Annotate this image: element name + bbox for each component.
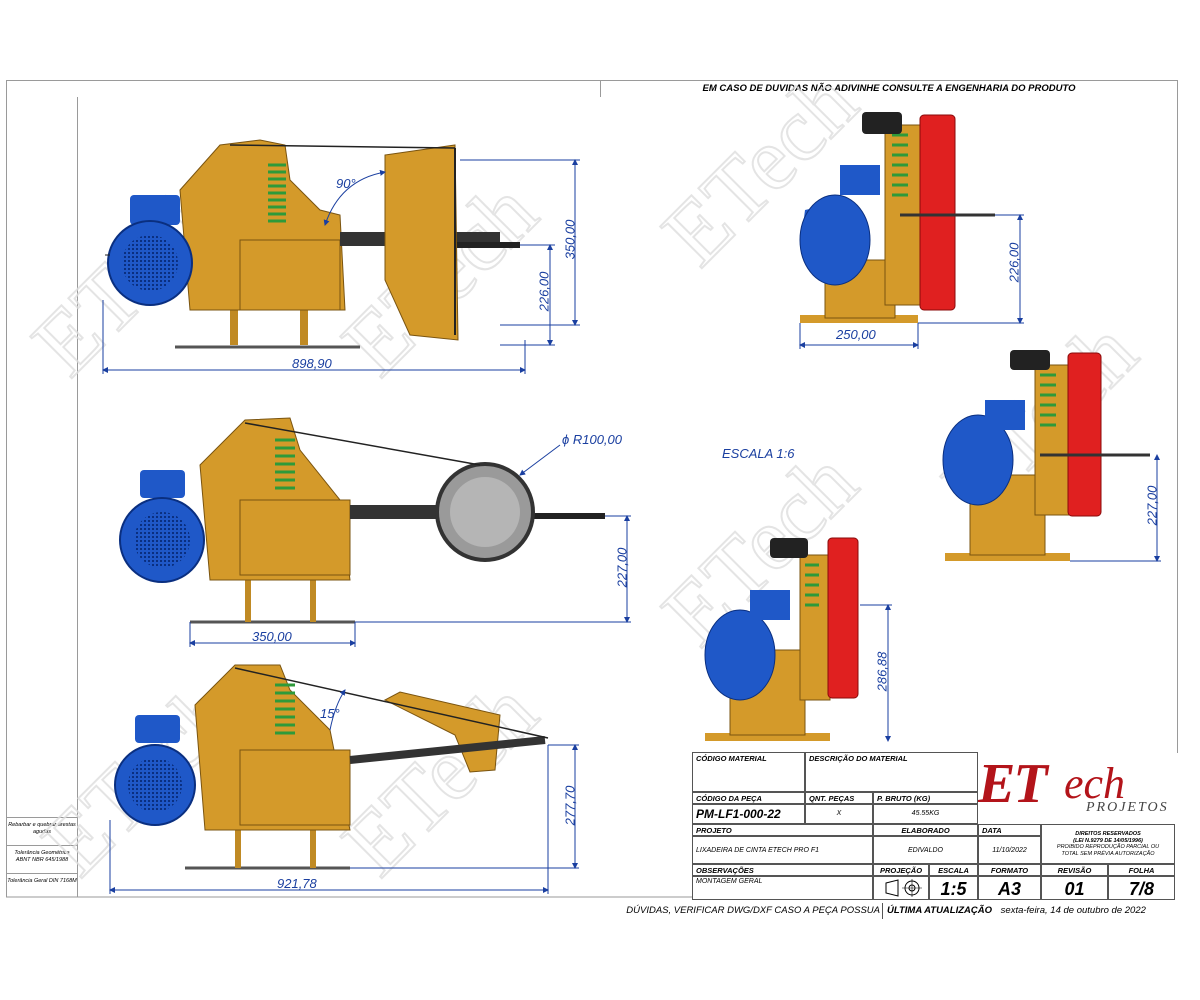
tb-observacoes-label: OBSERVAÇÕES (692, 864, 873, 876)
left-notes-column: Rebarbar e quebrar arestas agudas Tolerâ… (6, 97, 78, 897)
dim-view2-radius: ϕ R100,00 (562, 432, 622, 447)
tb-formato: A3 (978, 876, 1041, 900)
dim-view2-length: 350,00 (252, 629, 292, 644)
dim-side1-height: 226,00 (1006, 242, 1022, 283)
logo-ech: ech (1064, 759, 1126, 808)
tb-peso-label: P. BRUTO (KG) (873, 792, 978, 804)
footer-ultima: ÚLTIMA ATUALIZAÇÃO sexta-feira, 14 de ou… (882, 903, 1177, 919)
tb-data: 11/10/2022 (978, 836, 1041, 864)
tb-folha-label: FOLHA (1108, 864, 1175, 876)
tb-projeto-label: PROJETO (692, 824, 873, 836)
tb-qnt: X (805, 804, 873, 824)
scale-note: ESCALA 1:6 (722, 446, 795, 461)
view1-dimensions (102, 159, 580, 374)
view-side-middle (942, 350, 1150, 561)
footer-ultima-label: ÚLTIMA ATUALIZAÇÃO (887, 905, 993, 916)
tb-elaborado: EDIVALDO (873, 836, 978, 864)
tb-codigo-peca: PM-LF1-000-22 (692, 804, 805, 824)
tb-escala-label: ESCALA (929, 864, 978, 876)
footer-duvidas: DÚVIDAS, VERIFICAR DWG/DXF CASO A PEÇA P… (626, 905, 880, 916)
tb-qnt-label: QNT. PEÇAS (805, 792, 873, 804)
dim-side1-width: 250,00 (836, 327, 876, 342)
tb-projecao-label: PROJEÇÃO (873, 864, 929, 876)
tb-observacoes: MONTAGEM GERAL (692, 876, 873, 900)
tb-folha: 7/8 (1108, 876, 1175, 900)
tb-direitos: DIREITOS RESERVADOS (LEI N.9279 DE 14/05… (1041, 824, 1175, 864)
side2-dimensions (1070, 454, 1161, 562)
engineering-note: EM CASO DE DUVIDAS NÃO ADIVINHE CONSULTE… (600, 81, 1177, 97)
tb-codigo-peca-label: CÓDIGO DA PEÇA (692, 792, 805, 804)
tb-projeto: LIXADEIRA DE CINTA ETECH PRO F1 (692, 836, 873, 864)
view-side-lower (704, 537, 859, 741)
tb-formato-label: FORMATO (978, 864, 1041, 876)
note-tol-geral: Tolerância Geral DIN 7168M (7, 873, 77, 902)
side1-dimensions (799, 214, 1024, 349)
dim-view1-angle: 90° (336, 176, 356, 191)
tb-projecao-symbol (873, 876, 929, 900)
dim-view1-height: 350,00 (562, 219, 578, 260)
view3-dimensions (109, 689, 579, 894)
view-front-vertical (105, 139, 520, 349)
title-block: CÓDIGO MATERIAL DESCRIÇÃO DO MATERIAL ET… (692, 752, 1175, 902)
side3-dimensions (860, 604, 892, 742)
tb-data-label: DATA (978, 824, 1041, 836)
dim-view2-height: 227,00 (614, 547, 630, 588)
svg-text:ETech: ETech (324, 663, 556, 895)
dim-view1-length: 898,90 (292, 356, 332, 371)
note-tol-geo: Tolerância Geométrica ABNT NBR 645/1988 (7, 845, 77, 878)
logo-projetos: PROJETOS (1086, 800, 1169, 815)
tb-logo: ET ech PROJETOS (978, 752, 1175, 824)
dim-view1-sub: 226,00 (536, 271, 552, 312)
tb-codigo-material-label: CÓDIGO MATERIAL (692, 752, 805, 792)
tb-elaborado-label: ELABORADO (873, 824, 978, 836)
dim-view3-height: 277,70 (562, 785, 578, 826)
footer-ultima-value: sexta-feira, 14 de outubro de 2022 (1000, 905, 1146, 916)
tb-escala: 1:5 (929, 876, 978, 900)
tb-peso: 45.55KG (873, 804, 978, 824)
dim-view3-length: 921,78 (277, 876, 317, 891)
view-side-top (799, 112, 995, 323)
logo-et: ET (978, 753, 1048, 815)
tb-revisao: 01 (1041, 876, 1108, 900)
view2-dimensions (189, 444, 631, 647)
dim-view3-angle: 15° (320, 706, 340, 721)
first-angle-projection-icon (885, 879, 922, 897)
view-front-inclined (114, 664, 549, 870)
tb-revisao-label: REVISÃO (1041, 864, 1108, 876)
dim-side2-height: 227,00 (1144, 485, 1160, 526)
view-front-horizontal (119, 417, 605, 624)
tb-descricao-label: DESCRIÇÃO DO MATERIAL (805, 752, 978, 792)
note-rebarbar: Rebarbar e quebrar arestas agudas (7, 817, 77, 850)
dim-side3-height: 286,88 (874, 651, 890, 692)
